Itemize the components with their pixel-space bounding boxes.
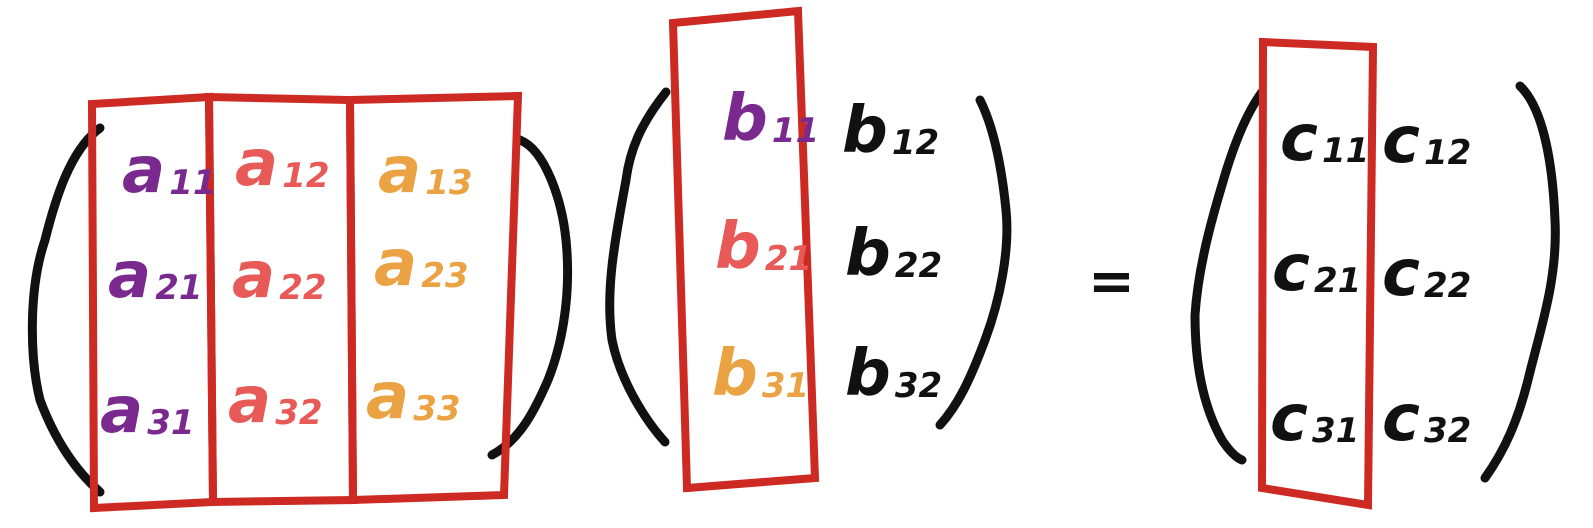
matrix-b-highlight-col-1 <box>668 6 820 493</box>
matrix-c-right-bracket <box>1480 81 1560 483</box>
matrix-a-left-bracket <box>27 123 105 497</box>
matrix-c-highlight-col-1 <box>1257 37 1378 510</box>
matrix-b-left-bracket <box>605 87 671 447</box>
equals-sign: = <box>1088 249 1135 314</box>
matrix-c-left-bracket <box>1190 87 1267 465</box>
matrix-a-highlight-col-3 <box>345 91 523 505</box>
matrix-b-right-bracket <box>935 95 1012 430</box>
matrix-a-right-bracket <box>487 135 573 460</box>
